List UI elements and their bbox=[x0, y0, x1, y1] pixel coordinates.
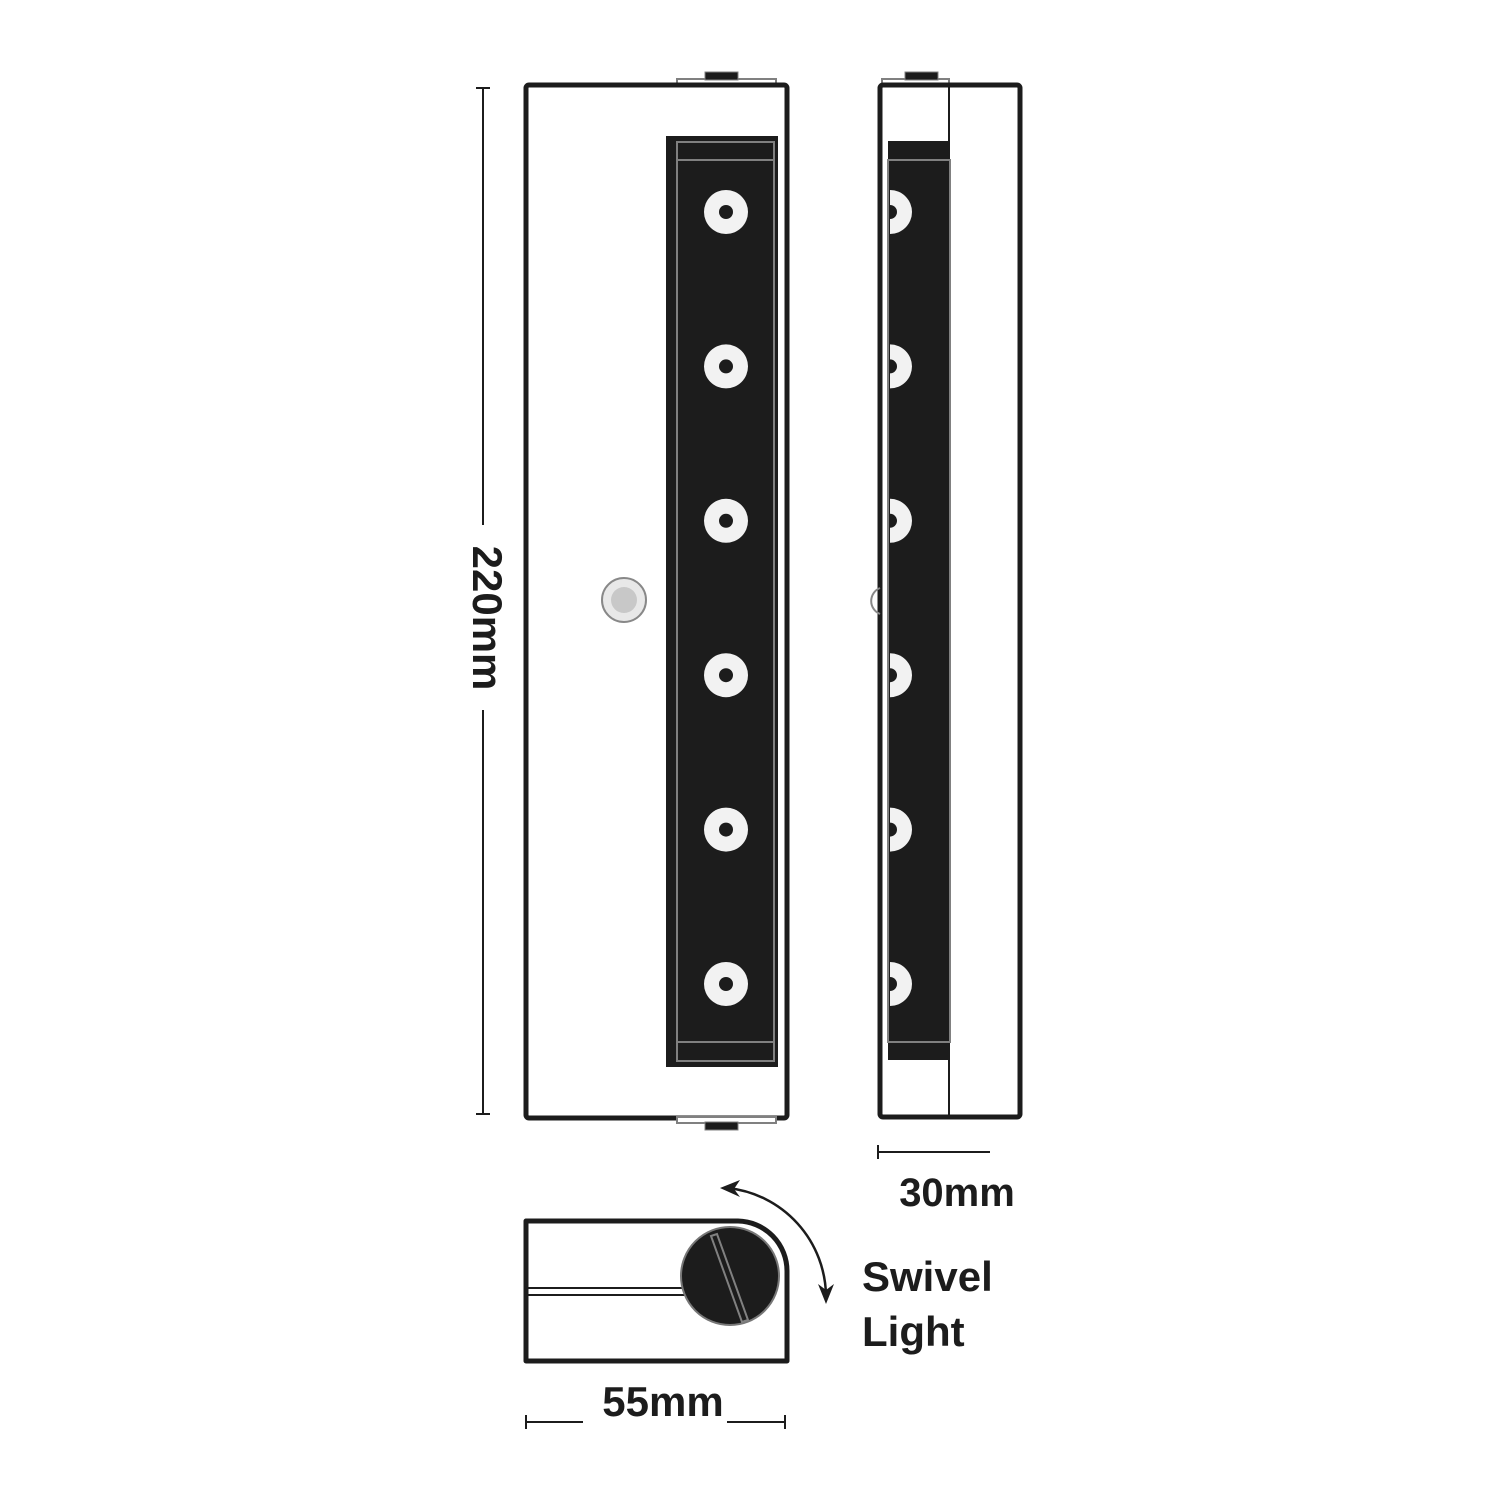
led-strip bbox=[666, 136, 778, 1067]
depth-dimension: 30mm bbox=[877, 1145, 1015, 1215]
width-label: 55mm bbox=[602, 1378, 723, 1425]
front-led-group bbox=[704, 190, 748, 1006]
side-led-center bbox=[890, 205, 897, 219]
depth-label: 30mm bbox=[899, 1171, 1015, 1215]
led-center bbox=[719, 977, 733, 991]
front-view bbox=[523, 71, 790, 1131]
led-center bbox=[719, 513, 733, 528]
bottom-clip-tab bbox=[704, 1121, 739, 1131]
side-led-center bbox=[890, 822, 897, 837]
led-center bbox=[719, 822, 733, 837]
side-led-ring bbox=[890, 962, 912, 1006]
arrow-head-down-icon bbox=[818, 1284, 834, 1304]
sensor-lens bbox=[611, 587, 637, 613]
side-led-center bbox=[890, 977, 897, 991]
swivel-label: Swivel bbox=[862, 1253, 993, 1300]
side-led-center bbox=[890, 359, 897, 374]
width-dimension: 55mm bbox=[525, 1378, 786, 1429]
side-led-ring bbox=[890, 344, 912, 389]
led-center bbox=[719, 359, 733, 374]
arrow-head-left-icon bbox=[720, 1180, 740, 1197]
side-led-strip bbox=[888, 141, 949, 1060]
side-led-ring bbox=[890, 807, 913, 852]
top-clip-tab bbox=[704, 71, 739, 81]
light-label: Light bbox=[862, 1308, 965, 1355]
side-led-ring bbox=[890, 190, 912, 234]
knob-slot bbox=[709, 1232, 750, 1324]
side-led-center bbox=[890, 668, 897, 683]
swivel-knob bbox=[680, 1226, 780, 1326]
height-label: 220mm bbox=[464, 546, 511, 691]
side-led-ring bbox=[890, 653, 913, 698]
side-view bbox=[870, 71, 1023, 1120]
swivel-arrow bbox=[727, 1186, 828, 1297]
end-view: Swivel Light bbox=[523, 1180, 993, 1364]
led-center bbox=[719, 668, 733, 683]
side-clip-tab bbox=[904, 71, 939, 81]
led-center bbox=[719, 205, 733, 219]
side-led-center bbox=[890, 513, 897, 528]
side-led-ring bbox=[890, 498, 913, 543]
side-led-group bbox=[890, 190, 913, 1006]
height-dimension: 220mm bbox=[464, 87, 511, 1115]
